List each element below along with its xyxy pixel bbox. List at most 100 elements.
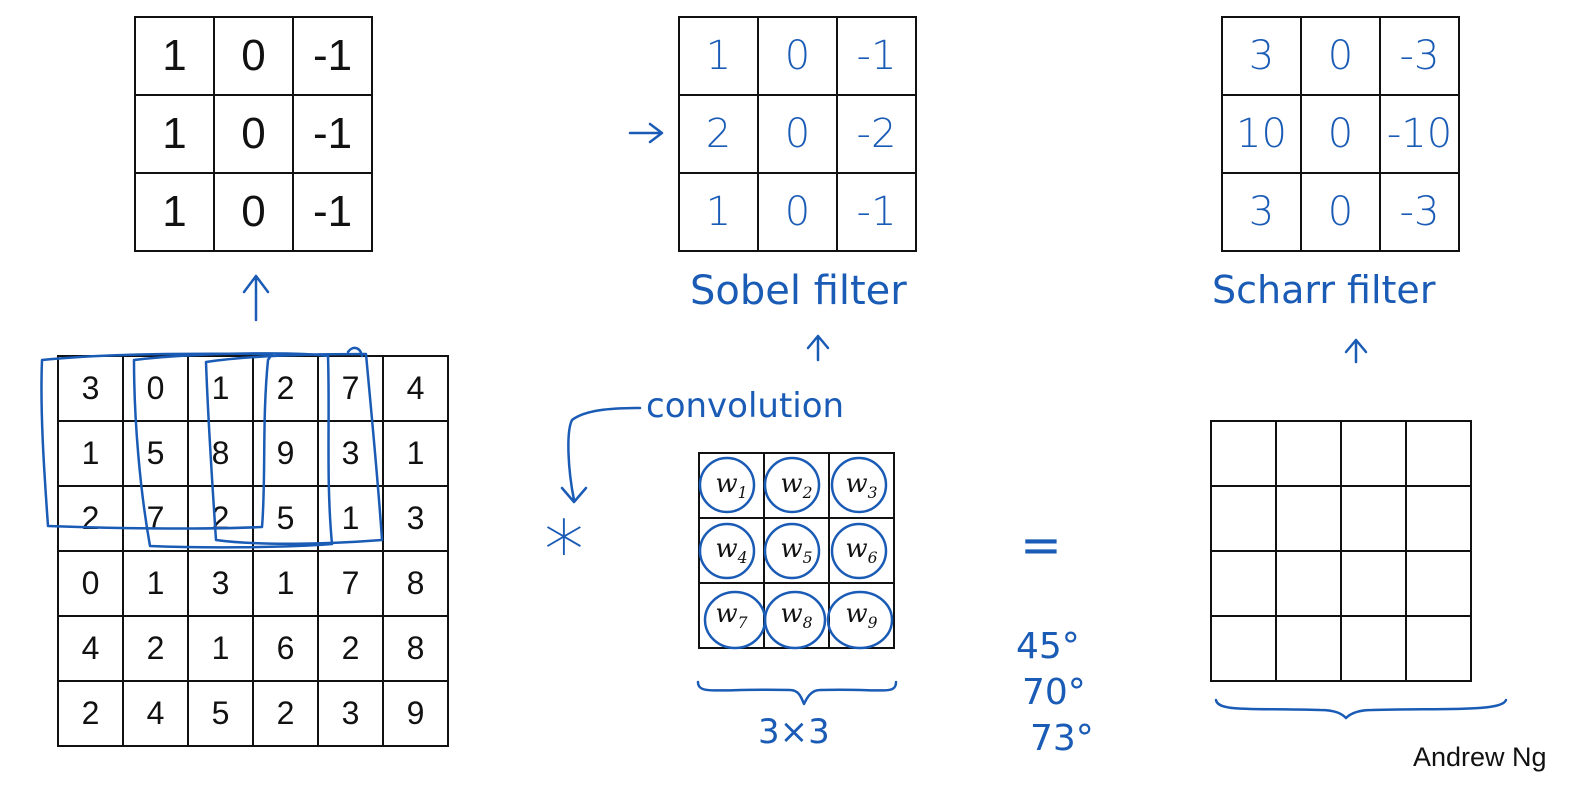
input-cell: 7	[317, 355, 384, 422]
input-cell: 1	[122, 550, 189, 617]
input-cell: 3	[57, 355, 124, 422]
output-cell	[1275, 615, 1342, 682]
weight-cell: w4	[698, 517, 765, 584]
input-cell: 7	[317, 550, 384, 617]
vfilter-cell: 0	[213, 94, 294, 174]
output-cell	[1340, 615, 1407, 682]
output-cell	[1340, 550, 1407, 617]
weight-cell: w7	[698, 582, 765, 649]
output-cell	[1405, 420, 1472, 487]
input-cell: 0	[122, 355, 189, 422]
input-cell: 2	[252, 680, 319, 747]
input-cell: 3	[317, 420, 384, 487]
sobel-filter-label: Sobel filter	[690, 268, 907, 314]
right-arrow-icon	[628, 122, 664, 144]
input-cell: 5	[122, 420, 189, 487]
input-cell: 9	[252, 420, 319, 487]
input-cell: 8	[382, 615, 449, 682]
input-cell: 2	[252, 355, 319, 422]
equals-sign: =	[1020, 516, 1062, 574]
scharr-cell: -3	[1379, 16, 1460, 96]
up-arrow-icon	[242, 274, 270, 322]
angle-label: 45°	[1016, 626, 1080, 667]
output-cell	[1275, 420, 1342, 487]
sobel-cell: 1	[678, 172, 759, 252]
input-cell: 1	[317, 485, 384, 552]
vfilter-cell: 1	[134, 94, 215, 174]
input-cell: 2	[187, 485, 254, 552]
angle-label: 70°	[1022, 672, 1086, 713]
input-cell: 2	[57, 485, 124, 552]
input-cell: 4	[382, 355, 449, 422]
weight-cell: w8	[763, 582, 830, 649]
convolution-label: convolution	[646, 386, 845, 426]
vfilter-cell: 1	[134, 172, 215, 252]
input-cell: 3	[317, 680, 384, 747]
input-cell: 2	[57, 680, 124, 747]
scharr-cell: 0	[1300, 16, 1381, 96]
input-cell: 2	[317, 615, 384, 682]
sobel-cell: 0	[757, 94, 838, 174]
output-cell	[1405, 485, 1472, 552]
weights-brace	[696, 680, 898, 706]
vfilter-cell: 0	[213, 172, 294, 252]
scharr-cell: -3	[1379, 172, 1460, 252]
scharr-cell: 3	[1221, 172, 1302, 252]
vfilter-cell: 1	[134, 16, 215, 96]
output-cell	[1340, 420, 1407, 487]
input-cell: 0	[57, 550, 124, 617]
sobel-cell: -1	[836, 16, 917, 96]
input-cell: 5	[252, 485, 319, 552]
weight-cell: w6	[828, 517, 895, 584]
output-grid	[1210, 420, 1472, 682]
input-cell: 3	[187, 550, 254, 617]
filter-size-label: 3×3	[758, 712, 830, 752]
sobel-cell: -1	[836, 172, 917, 252]
output-cell	[1275, 485, 1342, 552]
scharr-cell: 10	[1221, 94, 1302, 174]
input-cell: 2	[122, 615, 189, 682]
sobel-cell: 0	[757, 16, 838, 96]
input-cell: 4	[57, 615, 124, 682]
convolution-pointer-arrow	[560, 406, 642, 504]
output-brace	[1214, 698, 1508, 720]
up-arrow-icon	[1344, 338, 1368, 364]
input-cell: 9	[382, 680, 449, 747]
sobel-cell: 2	[678, 94, 759, 174]
output-cell	[1405, 615, 1472, 682]
scharr-cell: 3	[1221, 16, 1302, 96]
sobel-cell: 1	[678, 16, 759, 96]
weight-cell: w2	[763, 452, 830, 519]
input-cell: 1	[382, 420, 449, 487]
output-cell	[1210, 420, 1277, 487]
input-cell: 4	[122, 680, 189, 747]
output-cell	[1340, 485, 1407, 552]
vfilter-cell: -1	[292, 94, 373, 174]
input-cell: 8	[187, 420, 254, 487]
input-cell: 6	[252, 615, 319, 682]
output-cell	[1210, 550, 1277, 617]
input-cell: 5	[187, 680, 254, 747]
input-cell: 7	[122, 485, 189, 552]
weights-grid: w1 w2 w3 w4 w5 w6 w7 w8 w9	[698, 452, 895, 649]
vfilter-cell: -1	[292, 16, 373, 96]
output-cell	[1275, 550, 1342, 617]
scharr-cell: 0	[1300, 94, 1381, 174]
input-cell: 1	[252, 550, 319, 617]
convolution-operator: *	[544, 504, 584, 597]
input-cell: 3	[382, 485, 449, 552]
angle-label: 73°	[1030, 718, 1094, 759]
vfilter-cell: 0	[213, 16, 294, 96]
input-cell: 8	[382, 550, 449, 617]
sobel-cell: -2	[836, 94, 917, 174]
input-cell: 1	[187, 355, 254, 422]
input-cell: 1	[187, 615, 254, 682]
output-cell	[1210, 485, 1277, 552]
weight-cell: w9	[828, 582, 895, 649]
scharr-filter-label: Scharr filter	[1212, 268, 1436, 312]
scharr-cell: -10	[1379, 94, 1460, 174]
